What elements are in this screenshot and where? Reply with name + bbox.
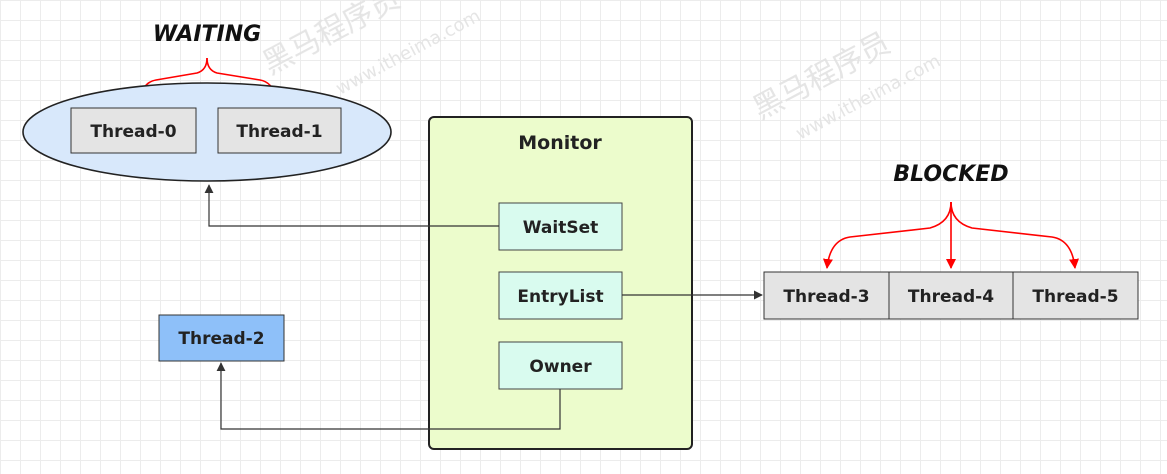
entrylist-box: EntryList [498,271,623,320]
monitor-title: Monitor [518,132,602,154]
thread-4-label: Thread-4 [908,287,994,307]
entrylist-label: EntryList [517,287,603,307]
waitset-box: WaitSet [498,202,623,251]
blocked-arrow-right [950,201,1080,269]
owner-label: Owner [529,357,592,377]
waiting-label: WAITING [153,22,261,47]
thread-1-label: Thread-1 [236,122,322,142]
thread-2-box: Thread-2 [158,314,285,362]
thread-0-label: Thread-0 [90,122,176,142]
thread-3-label: Thread-3 [783,287,869,307]
thread-1-box: Thread-1 [217,107,342,154]
waitset-to-waiting-arrow [204,184,499,227]
waitset-label: WaitSet [523,218,598,238]
blocked-label: BLOCKED [893,162,1008,187]
owner-box: Owner [498,341,623,390]
thread-5-label: Thread-5 [1032,287,1118,307]
thread-0-box: Thread-0 [70,107,197,154]
blocked-queue: Thread-3 Thread-4 Thread-5 [763,271,1139,320]
blocked-arrow-left [822,201,952,269]
thread-2-label: Thread-2 [178,329,264,349]
owner-to-thread2-arrow [216,362,561,430]
